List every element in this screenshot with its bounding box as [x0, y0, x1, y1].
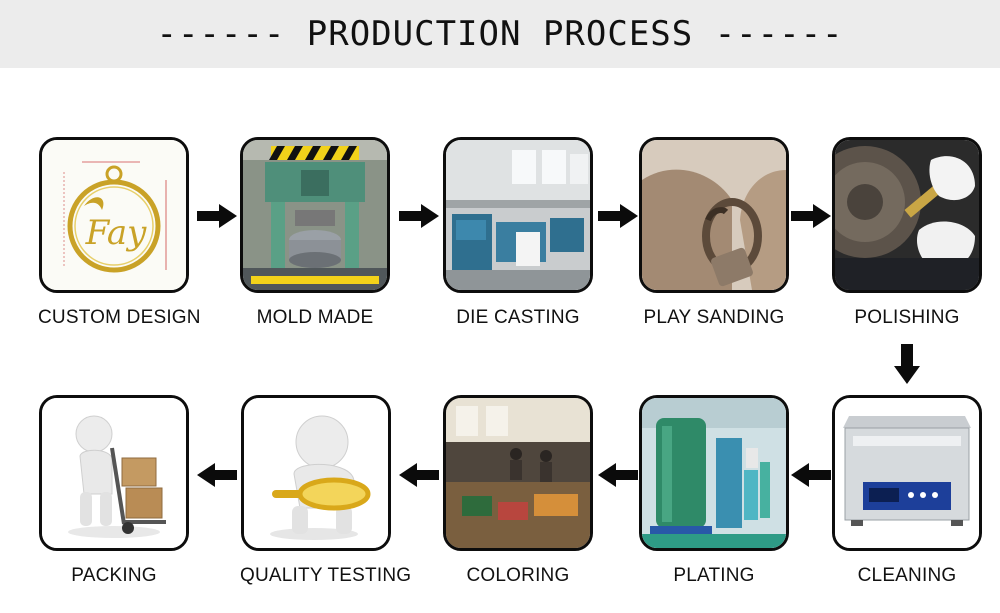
step-custom-design: Fay CUSTOM DESIGN: [38, 137, 201, 329]
coloring-workshop-icon: [443, 395, 593, 551]
arrow-right-icon: [197, 204, 237, 228]
step-die-casting: DIE CASTING: [442, 137, 594, 329]
step-label: MOLD MADE: [256, 307, 374, 328]
arrow-down-icon: [894, 344, 920, 384]
polishing-wheel-icon: [832, 137, 982, 293]
page-title: ------ PRODUCTION PROCESS ------: [156, 14, 844, 54]
step-label: DIE CASTING: [456, 307, 580, 328]
factory-machine-icon: [443, 137, 593, 293]
svg-text:Fay: Fay: [85, 213, 148, 253]
step-label: CUSTOM DESIGN: [38, 307, 201, 328]
step-polishing: POLISHING: [831, 137, 983, 329]
arrow-right-icon: [791, 204, 831, 228]
step-label: PLAY SANDING: [643, 307, 785, 328]
step-cleaning: CLEANING: [831, 395, 983, 587]
press-machine-icon: [240, 137, 390, 293]
plating-tank-icon: [639, 395, 789, 551]
arrow-left-icon: [197, 463, 237, 487]
step-label: COLORING: [466, 565, 570, 586]
title-banner: ------ PRODUCTION PROCESS ------: [0, 0, 1000, 68]
step-label: QUALITY TESTING: [240, 565, 412, 586]
step-mold-made: MOLD MADE: [239, 137, 391, 329]
arrow-left-icon: [791, 463, 831, 487]
ultrasonic-cleaner-icon: [832, 395, 982, 551]
step-quality-testing: QUALITY TESTING: [240, 395, 412, 587]
step-label: PACKING: [71, 565, 157, 586]
design-drawing-icon: Fay: [39, 137, 189, 293]
step-play-sanding: PLAY SANDING: [638, 137, 790, 329]
sanding-hands-icon: [639, 137, 789, 293]
step-label: POLISHING: [854, 307, 960, 328]
arrow-right-icon: [399, 204, 439, 228]
step-label: CLEANING: [857, 565, 957, 586]
step-packing: PACKING: [38, 395, 190, 587]
arrow-left-icon: [598, 463, 638, 487]
step-coloring: COLORING: [442, 395, 594, 587]
arrow-left-icon: [399, 463, 439, 487]
magnifier-figure-icon: [241, 395, 391, 551]
hand-truck-figure-icon: [39, 395, 189, 551]
arrow-right-icon: [598, 204, 638, 228]
step-plating: PLATING: [638, 395, 790, 587]
step-label: PLATING: [673, 565, 755, 586]
